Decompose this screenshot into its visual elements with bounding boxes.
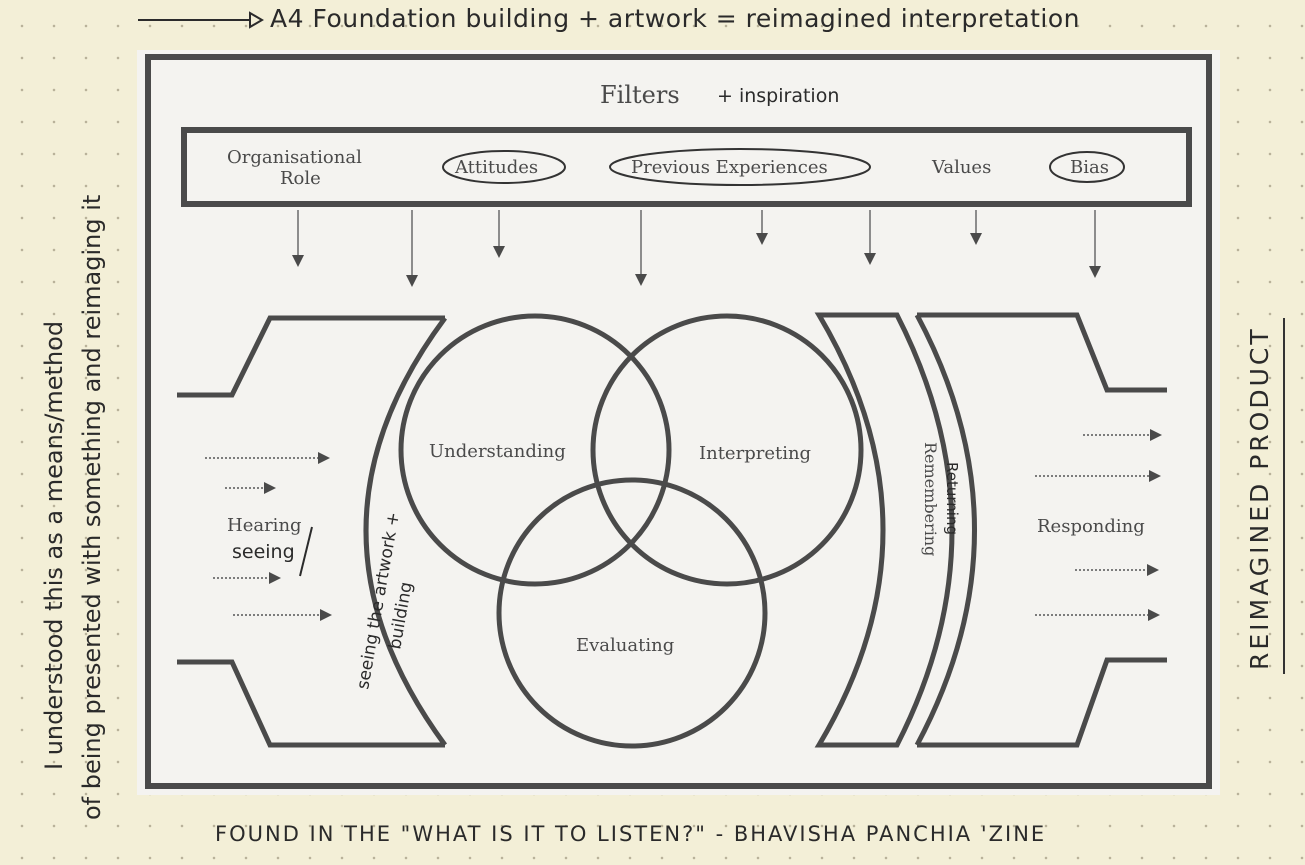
left-arc: [363, 316, 448, 747]
evaluating-circle: [496, 477, 768, 749]
bottom-note: Found in the "What is it to listen?" - B…: [215, 822, 1047, 846]
left-funnel-bottom: [177, 659, 445, 748]
right-arc: [914, 313, 977, 747]
remembering-crescent: [814, 312, 955, 748]
right-funnel-top: [917, 312, 1167, 393]
listening-diagram: Filters + inspiration Organisational Rol…: [145, 54, 1212, 789]
filter-values: Values: [931, 157, 991, 178]
attitudes-scribble-circle: [442, 150, 566, 184]
filter-organisational-role-line-1: Organisational: [227, 147, 362, 168]
evaluating-label: Evaluating: [576, 635, 674, 656]
interpreting-circle: [590, 313, 864, 587]
filter-organisational-role-line-2: Role: [280, 168, 321, 189]
printed-diagram-page: Filters + inspiration Organisational Rol…: [137, 50, 1220, 795]
seeing-label: seeing: [232, 541, 295, 563]
left-note-line-1: I understood this as a means/method: [40, 320, 68, 770]
right-note: Reimagined product: [1245, 326, 1274, 670]
right-note-underline: [1283, 318, 1285, 674]
left-note-line-2: of being presented with something and re…: [78, 194, 106, 820]
top-note: A4 Foundation building + artwork = reima…: [270, 4, 1080, 33]
hearing-label: Hearing: [227, 515, 302, 536]
filters-bar: [181, 127, 1192, 207]
left-funnel-top: [177, 315, 445, 398]
filters-title: Filters: [600, 81, 680, 109]
right-funnel-bottom: [917, 657, 1167, 748]
filter-previous-experiences: Previous Experiences: [631, 157, 828, 178]
hearing-seeing-slash: [299, 526, 313, 577]
outer-frame: [145, 54, 1212, 789]
remembering-label: Remembering: [921, 442, 940, 556]
interpreting-label: Interpreting: [699, 443, 811, 464]
responding-label: Responding: [1037, 516, 1145, 537]
bias-scribble-circle: [1049, 151, 1125, 183]
top-arrow: [138, 11, 264, 29]
returning-label: Returning: [943, 462, 961, 535]
filter-attitudes: Attitudes: [454, 157, 538, 178]
understanding-circle: [398, 313, 672, 587]
understanding-label: Understanding: [429, 441, 566, 462]
filters-title-addition: + inspiration: [717, 85, 839, 107]
filter-bias: Bias: [1070, 157, 1109, 178]
previous-experiences-scribble-circle: [609, 148, 871, 186]
